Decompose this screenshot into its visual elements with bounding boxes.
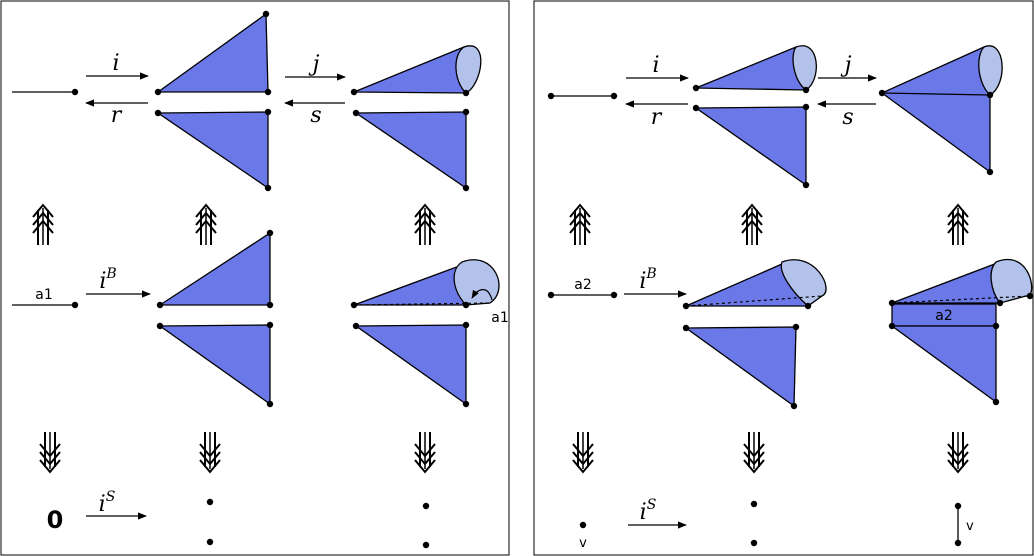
label-i: i	[652, 53, 659, 78]
label-r: r	[111, 103, 123, 128]
triple-down-arrow	[743, 431, 765, 473]
triple-down-arrow	[947, 431, 969, 473]
label-v-right: v	[966, 519, 974, 534]
zero-label: 0	[47, 506, 64, 534]
label-j: j	[308, 52, 320, 77]
left-row3: 0 iS	[47, 489, 430, 549]
cone-cap	[453, 259, 500, 306]
label-i: i	[112, 51, 119, 76]
left-row1: i r j s	[12, 10, 482, 192]
triangle-lower	[155, 111, 269, 190]
label-a2-strip: a2	[935, 308, 953, 324]
triangle-lower-2	[890, 325, 997, 404]
right-row3: v iS v	[579, 497, 974, 551]
label-a1: a1	[35, 287, 53, 303]
label-r: r	[651, 105, 663, 130]
label-iS: iS	[99, 489, 116, 517]
triangle-lower-2	[353, 324, 467, 406]
triangle-lower-2	[353, 111, 467, 190]
label-a2: a2	[574, 277, 592, 293]
label-j: j	[840, 53, 852, 78]
triple-up-arrow	[32, 204, 54, 246]
triple-up-arrow	[569, 204, 591, 246]
right-panel-frame	[533, 0, 1034, 556]
triple-down-arrow	[199, 431, 221, 473]
label-iS: iS	[640, 497, 657, 525]
triple-up-arrow	[741, 204, 763, 246]
triangle-upper	[157, 231, 271, 306]
right-row1: i r j s	[547, 45, 1003, 189]
label-s: s	[310, 103, 321, 128]
cone-cap	[780, 259, 827, 307]
cone-body	[353, 264, 467, 306]
cone-triangle	[880, 46, 991, 174]
cone-body	[353, 46, 467, 94]
triangle-upper	[155, 12, 269, 93]
label-v-left: v	[579, 536, 587, 551]
triple-up-arrow	[947, 204, 969, 246]
label-a1-cone: a1	[491, 310, 509, 326]
triangle-lower	[157, 324, 271, 406]
triple-up-arrow	[195, 204, 217, 246]
triple-down-arrow	[572, 431, 594, 473]
cone-body	[695, 46, 807, 91]
triangle-lower	[684, 326, 797, 408]
arrow-loop	[471, 289, 493, 301]
label-iB: iB	[99, 266, 116, 294]
label-iB: iB	[639, 266, 656, 294]
left-row2: a1 iB a1	[12, 229, 509, 408]
cone-body	[891, 261, 1001, 304]
label-s: s	[842, 105, 853, 130]
left-panel-frame	[0, 0, 510, 556]
triple-down-arrow	[414, 431, 436, 473]
right-row2: a2 iB a2	[547, 258, 1034, 410]
triple-down-arrow	[39, 431, 61, 473]
triangle-lower	[693, 106, 807, 187]
triple-up-arrow	[414, 204, 436, 246]
